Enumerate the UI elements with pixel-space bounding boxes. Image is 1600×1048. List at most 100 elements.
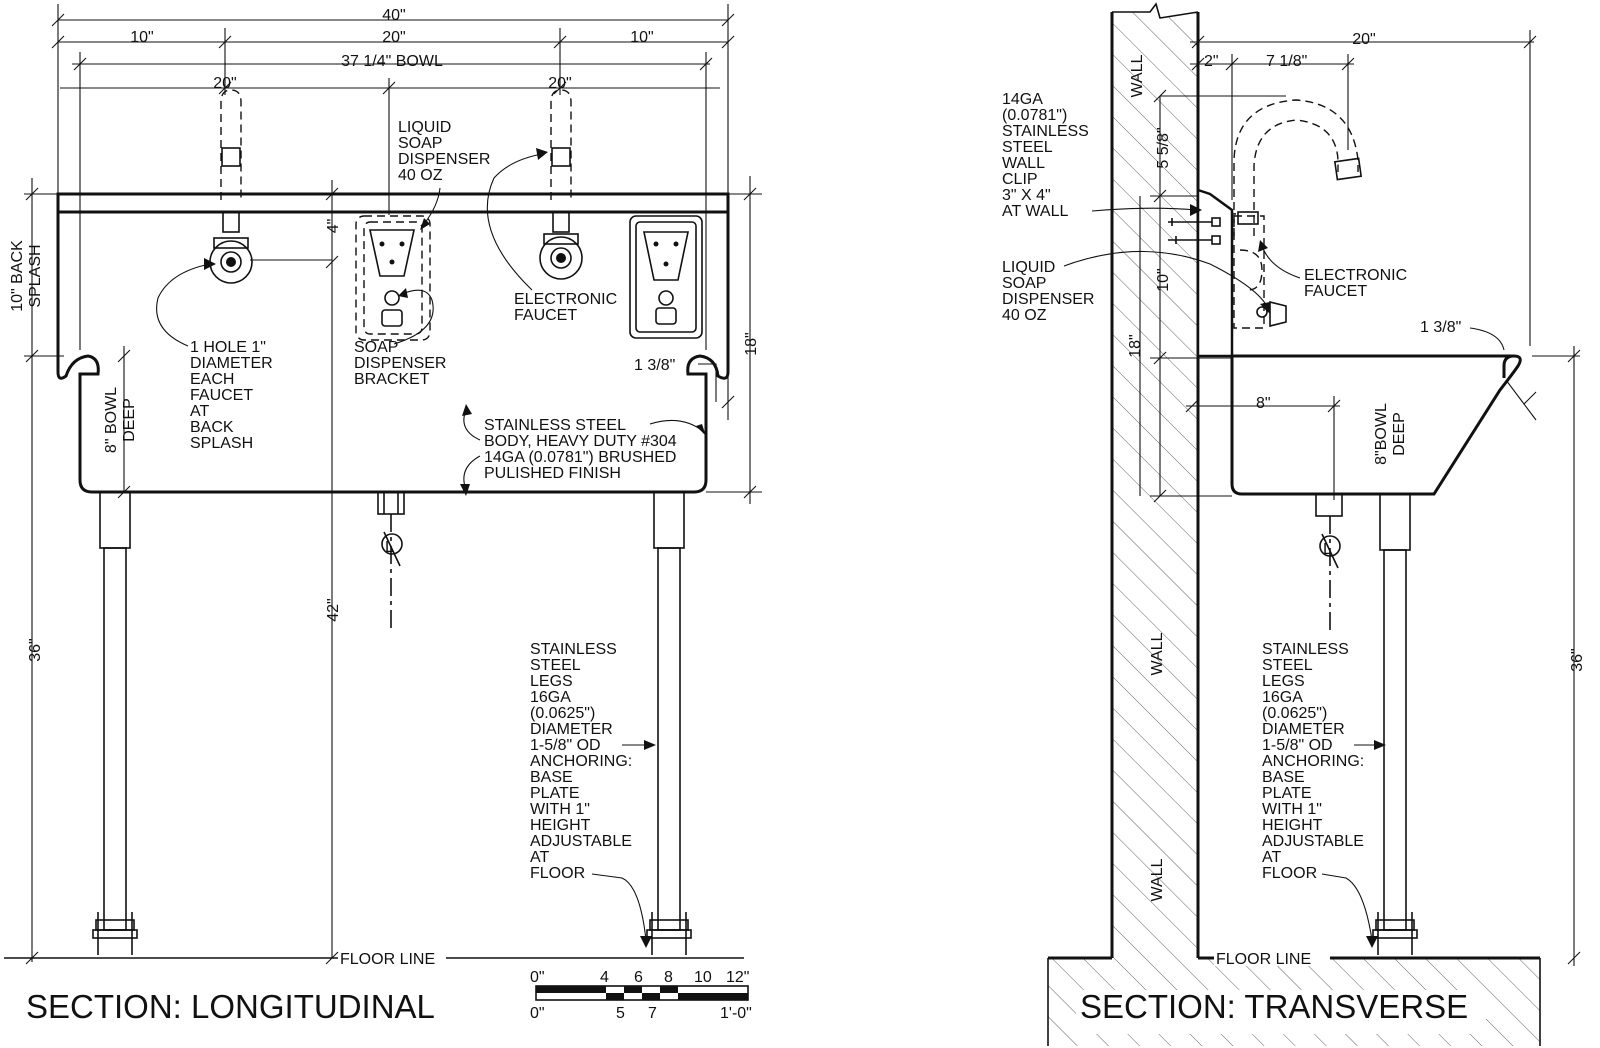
scale-top-4: 4 xyxy=(600,969,609,986)
transverse-dimensions: 20" 2" 7 1/8" 5 5/8" 10" 18" xyxy=(1127,30,1586,966)
note-legs-transverse-line-9: BASE xyxy=(1262,769,1305,786)
backsplash-line-2: SPLASH xyxy=(27,244,44,307)
note-clip-line-5: WALL xyxy=(1002,155,1045,172)
note-clip-line-2: (0.0781") xyxy=(1002,107,1067,124)
note-legs-line-1: STAINLESS xyxy=(530,641,617,658)
transverse-notes: 14GA (0.0781") STAINLESS STEEL WALL CLIP… xyxy=(1002,91,1407,948)
note-legs-line-6: DIAMETER xyxy=(530,721,613,738)
note-legs-line-7: 1-5/8" OD xyxy=(530,737,601,754)
centerline-symbol: L xyxy=(385,539,394,556)
note-bracket-line-2: DISPENSER xyxy=(354,355,446,372)
scale-top-12: 12" xyxy=(726,969,749,986)
note-legs-line-9: BASE xyxy=(530,769,573,786)
dim-8-transverse: 8" xyxy=(1256,395,1271,412)
note-soap-line-3: DISPENSER xyxy=(398,151,490,168)
note-body-line-3: 14GA (0.0781") BRUSHED xyxy=(484,449,676,466)
note-legs-line-14: AT xyxy=(530,849,549,866)
scale-bottom-5: 5 xyxy=(616,1005,625,1022)
dim-36-transverse: 36" xyxy=(1569,648,1586,671)
wall-label-bottom: WALL xyxy=(1149,858,1166,901)
dim-faucet-right-20: 20" xyxy=(548,75,571,92)
dim-7-1-8-transverse: 7 1/8" xyxy=(1266,53,1307,70)
note-legs-line-10: PLATE xyxy=(530,785,580,802)
faucet-body-right xyxy=(539,236,583,280)
note-legs-line-8: ANCHORING: xyxy=(530,753,632,770)
dim-center-20: 20" xyxy=(382,29,405,46)
longitudinal-top-dimensions: 40" 20" 10" 10" 37 1/4" BOWL 20" 20" xyxy=(51,4,735,350)
scale-top-8: 8 xyxy=(664,969,673,986)
note-clip-line-4: STEEL xyxy=(1002,139,1053,156)
note-hole-line-1: 1 HOLE 1" xyxy=(190,339,266,356)
note-legs-transverse-line-12: HEIGHT xyxy=(1262,817,1323,834)
note-hole-line-6: BACK xyxy=(190,419,234,436)
note-legs-transverse-line-11: WITH 1" xyxy=(1262,801,1322,818)
note-legs-line-15: FLOOR xyxy=(530,865,585,882)
note-bracket-line-3: BRACKET xyxy=(354,371,430,388)
wall-label-middle: WALL xyxy=(1149,632,1166,675)
transverse-section: WALL WALL WALL xyxy=(1002,2,1586,1046)
faucet-right xyxy=(539,89,583,280)
note-legs-transverse-line-3: LEGS xyxy=(1262,673,1305,690)
scale-top-10: 10 xyxy=(694,969,712,986)
legs-transverse xyxy=(1372,493,1418,955)
faucet-transverse xyxy=(1233,99,1363,329)
scale-bottom-1-0: 1'-0" xyxy=(720,1005,752,1022)
dim-20-transverse: 20" xyxy=(1352,31,1375,48)
note-legs-line-11: WITH 1" xyxy=(530,801,590,818)
note-legs-line-4: 16GA xyxy=(530,689,571,706)
wall-label-top: WALL xyxy=(1129,54,1146,97)
dim-left-10: 10" xyxy=(130,29,153,46)
note-legs-transverse-line-4: 16GA xyxy=(1262,689,1303,706)
note-faucet-transverse-line-1b: FAUCET xyxy=(1304,283,1367,300)
bowl-deep-transverse-line-1: 8"BOWL xyxy=(1373,403,1390,465)
title-transverse: SECTION: TRANSVERSE xyxy=(1080,988,1468,1025)
note-hole-line-5: AT xyxy=(190,403,209,420)
scale-bottom-0: 0" xyxy=(530,1005,545,1022)
note-soap-line-1: LIQUID xyxy=(398,119,451,136)
dim-bowl-37-1-4: 37 1/4" BOWL xyxy=(341,53,443,70)
centerline-symbol-transverse: L xyxy=(1323,541,1332,558)
floor-line-label-longitudinal: FLOOR LINE xyxy=(340,951,435,968)
bowl-deep-line-2: DEEP xyxy=(121,398,138,442)
note-legs-transverse-line-2: STEEL xyxy=(1262,657,1313,674)
note-soap-transverse-line-1: LIQUID xyxy=(1002,259,1055,276)
note-legs-transverse-line-8: ANCHORING: xyxy=(1262,753,1364,770)
wall-clip xyxy=(1168,188,1237,358)
note-soap-line-4: 40 OZ xyxy=(398,167,443,184)
soap-dispenser-right-panel xyxy=(629,215,703,339)
drain-longitudinal: L xyxy=(377,491,405,630)
note-body-line-4: PULISHED FINISH xyxy=(484,465,621,482)
note-clip-line-1: 14GA xyxy=(1002,91,1043,108)
note-soap-transverse-line-3: DISPENSER xyxy=(1002,291,1094,308)
note-legs-line-3: LEGS xyxy=(530,673,573,690)
floor-line-longitudinal: FLOOR LINE xyxy=(4,951,744,968)
backsplash-line-1: 10" BACK xyxy=(9,240,26,312)
faucet-left xyxy=(209,89,253,284)
note-soap-transverse-line-4: 40 OZ xyxy=(1002,307,1047,324)
note-legs-line-5: (0.0625") xyxy=(530,705,595,722)
note-legs-transverse-line-13: ADJUSTABLE xyxy=(1262,833,1364,850)
note-bracket-line-1: SOAP xyxy=(354,339,398,356)
note-legs-transverse-line-15: FLOOR xyxy=(1262,865,1317,882)
dim-2-transverse: 2" xyxy=(1204,53,1219,70)
sink-body-transverse xyxy=(1230,354,1522,496)
note-soap-line-2: SOAP xyxy=(398,135,442,152)
note-legs-transverse-line-6: DIAMETER xyxy=(1262,721,1345,738)
dim-faucet-left-20: 20" xyxy=(213,75,236,92)
note-body-line-2: BODY, HEAVY DUTY #304 xyxy=(484,433,677,450)
dim-10-transverse: 10" xyxy=(1155,268,1172,291)
drain-transverse: L xyxy=(1315,493,1343,630)
note-body-line-1: STAINLESS STEEL xyxy=(484,417,626,434)
wall-and-floor: WALL WALL WALL xyxy=(1047,2,1541,1046)
longitudinal-side-dimensions: 10" BACK SPLASH 36" 8" BOWL DEEP 4" 42" … xyxy=(9,176,762,965)
note-faucet-transverse-line-1: ELECTRONIC xyxy=(1304,267,1407,284)
note-legs-line-13: ADJUSTABLE xyxy=(530,833,632,850)
scale-top-0: 0" xyxy=(530,969,545,986)
note-legs-transverse-line-14: AT xyxy=(1262,849,1281,866)
dim-5-5-8-transverse: 5 5/8" xyxy=(1155,127,1172,168)
longitudinal-notes: LIQUID SOAP DISPENSER 40 OZ ELECTRONIC F… xyxy=(156,119,706,948)
soap-dispenser-longitudinal xyxy=(355,215,431,341)
bowl-deep-transverse-line-2: DEEP xyxy=(1391,412,1408,456)
dim-18-longitudinal: 18" xyxy=(743,332,760,355)
